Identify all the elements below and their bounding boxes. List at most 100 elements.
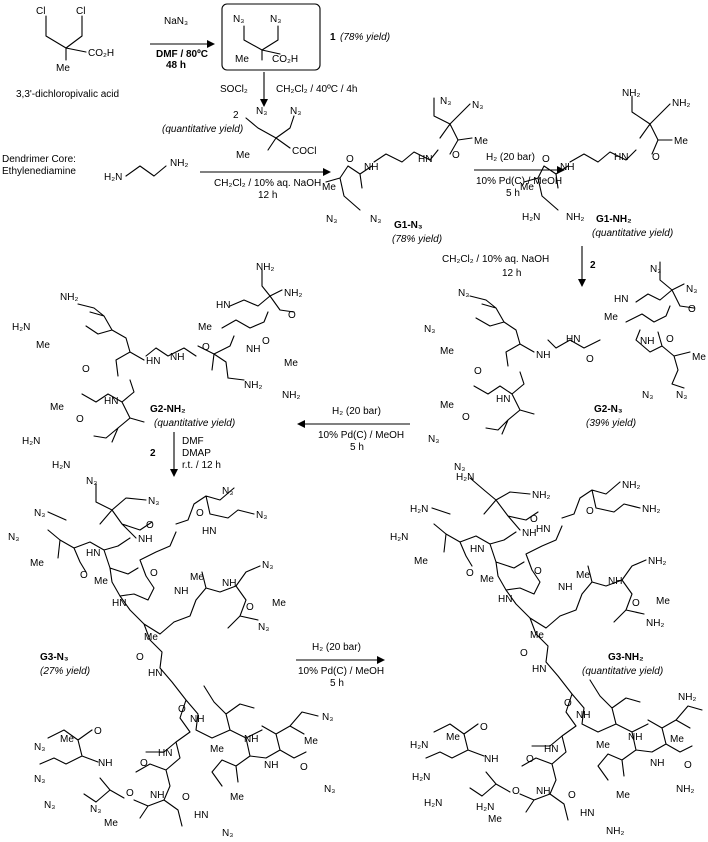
g1-n3: N₃ N₃ Me O HN NH O Me N₃ N₃ G1-N₃ (78% y… (322, 96, 488, 245)
amide-nh: NH (536, 350, 550, 361)
amine-label: NH₂ (606, 826, 624, 837)
azide-label: N₃ (428, 434, 439, 445)
step1-time: 48 h (166, 60, 186, 71)
azide-label: N₃ (686, 284, 697, 295)
azide-label: N₃ (256, 106, 267, 117)
methyl-label: Me (414, 556, 428, 567)
methyl-label: Me (236, 150, 250, 161)
amide-nh: NH (484, 754, 498, 765)
amide-nh: NH (138, 534, 152, 545)
compound-2: 2 N₃ N₃ (quantitative yield) Me COCl (162, 106, 316, 161)
azide-label: N₃ (222, 486, 233, 497)
carbonyl-oxygen: O (534, 566, 542, 577)
azide-label: N₃ (148, 496, 159, 507)
step2-reagent: SOCl₂ (220, 84, 248, 95)
carbonyl-oxygen: O (568, 790, 576, 801)
carbonyl-oxygen: O (474, 366, 482, 377)
step5-reagent: 2 (590, 260, 596, 271)
amide-nh: NH (522, 528, 536, 539)
methyl-label: Me (210, 744, 224, 755)
azide-label: N₃ (270, 14, 281, 25)
amine-label: NH₂ (642, 504, 660, 515)
amide-nh: NH (628, 732, 642, 743)
methyl-label: Me (36, 340, 50, 351)
g2-n3: N₃ N₃ HN O Me NH O Me N₃ N₃ HN NH O N₃ N… (424, 261, 706, 473)
amine-label: H₂N (410, 740, 428, 751)
amide-hn: HN (146, 356, 160, 367)
starting-material: Cl Cl Me CO₂H 3,3'-dichloropivalic acid (16, 6, 119, 100)
azide-label: N₃ (370, 214, 381, 225)
azide-label: N₃ (458, 288, 469, 299)
amine-label: H₂N (410, 504, 428, 515)
step7-reagent: 2 (150, 448, 156, 459)
step1-reagent: NaN₃ (164, 16, 188, 27)
methyl-label: Me (488, 814, 502, 825)
carbonyl-oxygen: O (300, 762, 308, 773)
amide-hn: HN (194, 810, 208, 821)
methyl-label: Me (670, 734, 684, 745)
amide-hn: HN (544, 744, 558, 755)
azide-label: N₃ (256, 510, 267, 521)
amide-hn: HN (496, 394, 510, 405)
amide-nh: NH (264, 760, 278, 771)
methyl-label: Me (474, 136, 488, 147)
carbonyl-oxygen: O (520, 648, 528, 659)
g3-nh2-name: G3-NH₂ (608, 652, 644, 663)
methyl-label: Me (322, 182, 336, 193)
amine-label: H₂N (522, 212, 540, 223)
g2-nh2-yield: (quantitative yield) (154, 418, 235, 429)
methyl-label: Me (284, 358, 298, 369)
amine-label: NH₂ (60, 292, 78, 303)
step4: H₂ (20 bar) 10% Pd(C) / MeOH 5 h (474, 152, 565, 199)
amide-hn: HN (532, 664, 546, 675)
methyl-label: Me (480, 574, 494, 585)
methyl-label: Me (304, 736, 318, 747)
methyl-label: Me (440, 400, 454, 411)
azide-label: N₃ (290, 106, 301, 117)
azide-label: N₃ (262, 560, 273, 571)
amine-label: NH₂ (648, 556, 666, 567)
amide-nh: NH (98, 758, 112, 769)
azide-label: N₃ (34, 742, 45, 753)
amine-label: H₂N (412, 772, 430, 783)
methyl-label: Me (616, 790, 630, 801)
methyl-label: Me (446, 732, 460, 743)
step5-solvent: CH₂Cl₂ / 10% aq. NaOH (442, 254, 549, 265)
step2-solvent: CH₂Cl₂ / 40ºC / 4h (276, 84, 357, 95)
carbonyl-oxygen: O (632, 598, 640, 609)
azide-label: N₃ (90, 804, 101, 815)
carbonyl-oxygen: O (564, 698, 572, 709)
amide-nh: NH (608, 576, 622, 587)
step7-time: r.t. / 12 h (182, 460, 221, 471)
carbonyl-oxygen: O (202, 342, 210, 353)
carbonyl-oxygen: O (652, 152, 660, 163)
methyl-label: Me (94, 576, 108, 587)
carbonyl-oxygen: O (542, 154, 550, 165)
amide-hn: HN (614, 294, 628, 305)
carbonyl-oxygen: O (126, 788, 134, 799)
carbonyl-oxygen: O (586, 354, 594, 365)
amine-label: NH₂ (244, 380, 262, 391)
methyl-label: Me (674, 136, 688, 147)
amide-hn: HN (418, 154, 432, 165)
step7: 2 DMF DMAP r.t. / 12 h (150, 432, 221, 477)
compound-2-yield: (quantitative yield) (162, 124, 243, 135)
azide-label: N₃ (650, 264, 661, 275)
amine-label: NH₂ (566, 212, 584, 223)
compound-1-box (221, 3, 321, 71)
starting-material-name: 3,3'-dichloropivalic acid (16, 89, 119, 100)
methyl-label: Me (656, 596, 670, 607)
azide-label: N₃ (222, 828, 233, 839)
azide-label: N₃ (34, 774, 45, 785)
amide-nh: NH (558, 582, 572, 593)
g2-nh2-name: G2-NH₂ (150, 404, 186, 415)
step4-gas: H₂ (20 bar) (486, 152, 535, 163)
methyl-label: Me (50, 402, 64, 413)
compound-1-number: 1 (330, 32, 336, 43)
step8-time: 5 h (330, 678, 344, 689)
carbonyl-oxygen: O (196, 508, 204, 519)
chlorine-left-label: Cl (36, 6, 45, 17)
amine-label: H₂N (476, 802, 494, 813)
azide-label: N₃ (258, 622, 269, 633)
azide-label: N₃ (472, 100, 483, 111)
